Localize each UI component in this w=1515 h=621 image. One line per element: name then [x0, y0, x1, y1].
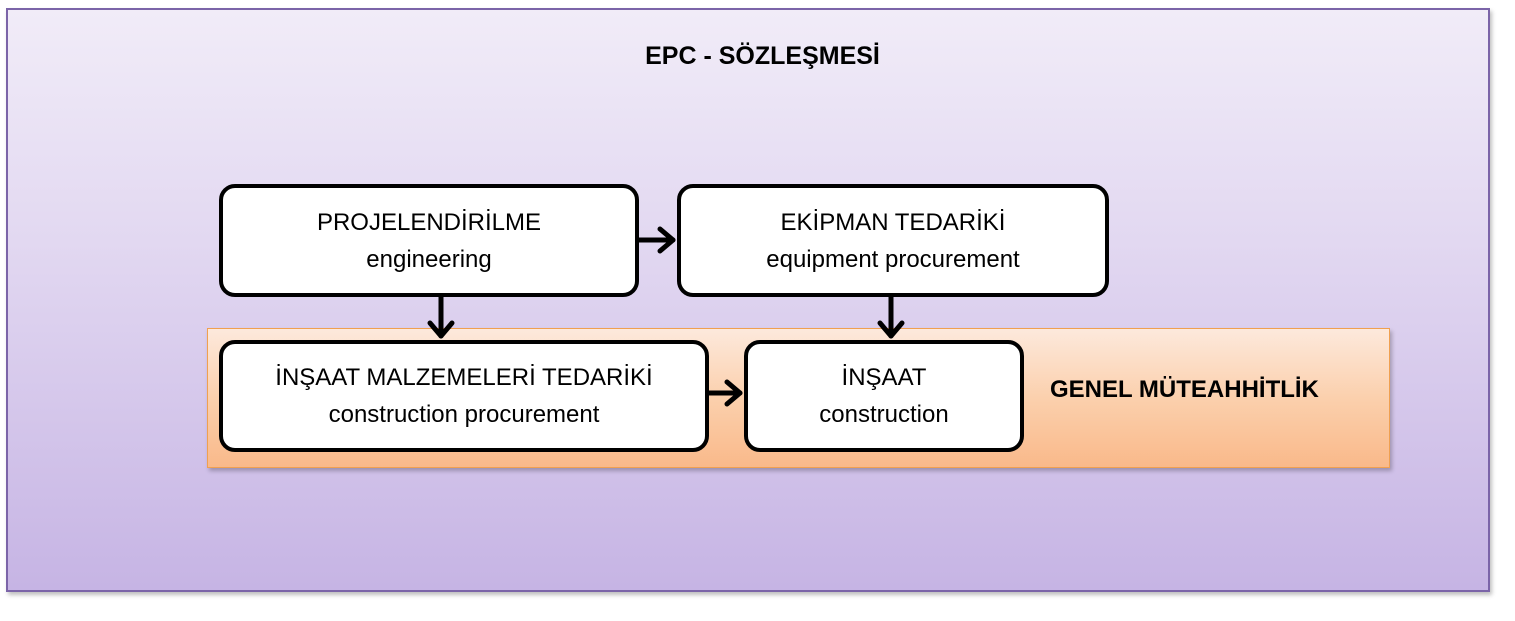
construction-subtitle: construction [819, 401, 949, 428]
construction-procurement-subtitle: construction procurement [328, 401, 600, 428]
engineering-title: PROJELENDİRİLME [316, 208, 542, 236]
construction-procurement-title: İNŞAAT MALZEMELERİ TEDARİKİ [275, 364, 653, 391]
general-contracting-label: GENEL MÜTEAHHİTLİK [1050, 376, 1319, 403]
diagram-title: EPC - SÖZLEŞMESİ [645, 42, 880, 70]
equipment-procurement-subtitle: equipment procurement [766, 245, 1020, 273]
engineering-subtitle: engineering [366, 245, 492, 273]
engineering-box: PROJELENDİRİLME engineering [219, 184, 639, 297]
construction-box: İNŞAAT construction [744, 340, 1024, 452]
epc-contract-panel [6, 8, 1490, 592]
equipment-procurement-title: EKİPMAN TEDARİKİ [780, 208, 1006, 236]
construction-procurement-box: İNŞAAT MALZEMELERİ TEDARİKİ construction… [219, 340, 709, 452]
equipment-procurement-box: EKİPMAN TEDARİKİ equipment procurement [677, 184, 1109, 297]
construction-title: İNŞAAT [841, 364, 927, 391]
